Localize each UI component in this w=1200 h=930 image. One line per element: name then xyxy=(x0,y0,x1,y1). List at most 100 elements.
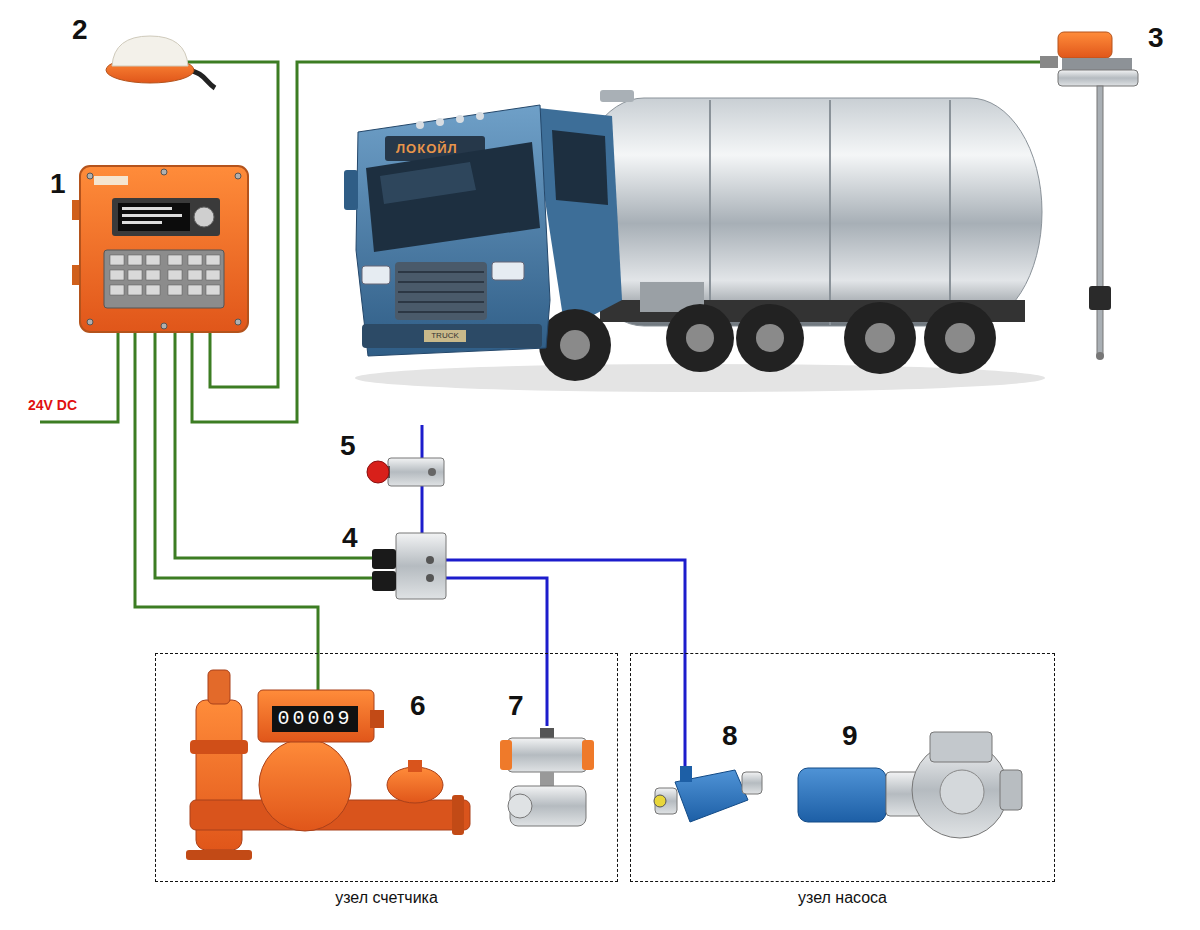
solenoid-block-part xyxy=(372,571,396,591)
tanker-truck-part-part xyxy=(398,281,484,283)
ball-valve-part xyxy=(540,772,554,786)
level-gauge-part xyxy=(1096,352,1104,360)
tanker-truck-part xyxy=(538,108,622,330)
tanker-truck-part-part xyxy=(709,100,711,325)
ball-valve-part xyxy=(508,794,532,818)
pump-part xyxy=(1000,770,1022,810)
emergency-valve xyxy=(367,458,444,486)
tanker-truck-part xyxy=(865,323,895,353)
controller-part-part xyxy=(188,270,202,280)
tanker-truck-part xyxy=(362,324,542,348)
ball-valve-part xyxy=(582,740,594,770)
tanker-truck-part-part xyxy=(949,100,951,325)
level-gauge-part xyxy=(1040,56,1058,68)
flow-meter-part xyxy=(387,767,443,803)
callout-number: 1 xyxy=(50,170,66,198)
solenoid-block-part xyxy=(396,533,446,599)
signal-wires-part xyxy=(155,332,372,578)
tanker-truck-part-part xyxy=(456,115,464,123)
pump-part xyxy=(798,768,886,822)
controller-part-part xyxy=(146,285,160,295)
callout-number: 5 xyxy=(340,432,356,460)
controller-part-part xyxy=(235,173,241,179)
pump xyxy=(798,732,1022,838)
pump-part xyxy=(940,770,984,814)
controller-part-part xyxy=(188,285,202,295)
pneumatic-valve-part xyxy=(655,788,677,814)
flow-meter-part xyxy=(208,670,230,704)
controller-part xyxy=(194,207,214,227)
controller-part xyxy=(87,169,241,329)
controller-part xyxy=(122,214,182,217)
emergency-valve-part xyxy=(367,461,389,483)
tanker-truck-part xyxy=(844,302,916,374)
controller-part xyxy=(122,207,172,210)
callout-number: 6 xyxy=(410,692,426,720)
signal-wires-part xyxy=(175,332,372,558)
flow-meter-part xyxy=(408,760,422,772)
solenoid-block xyxy=(372,533,446,599)
signal-wires-part xyxy=(135,332,318,690)
tanker-truck-part xyxy=(710,100,950,325)
controller-part xyxy=(80,166,248,332)
tanker-truck-part xyxy=(424,330,466,342)
grille-plate: TRUCK xyxy=(424,330,466,342)
callout-number: 3 xyxy=(1148,24,1164,52)
air-lines-part xyxy=(445,560,685,768)
tanker-truck-part xyxy=(416,112,484,129)
flow-meter-part xyxy=(259,739,351,831)
ball-valve-part xyxy=(508,738,586,772)
callout-number: 2 xyxy=(72,16,88,44)
flow-meter-part xyxy=(370,710,384,728)
tanker-truck-part xyxy=(398,272,484,312)
pneumatic-valve-part xyxy=(680,766,692,782)
controller-part-part xyxy=(168,255,182,265)
controller-part xyxy=(118,203,190,231)
tanker-truck-part xyxy=(395,262,487,320)
counter-display: 00009 xyxy=(272,707,358,731)
region-caption: узел счетчика xyxy=(156,889,617,907)
tanker-truck-part xyxy=(356,105,550,356)
controller-part-part xyxy=(110,255,124,265)
air-lines-part xyxy=(445,578,547,726)
tanker-truck-part xyxy=(366,142,540,252)
tanker-truck-part-part xyxy=(476,112,484,120)
flow-meter-part xyxy=(452,795,464,835)
tanker-truck-part xyxy=(600,90,634,102)
ball-valve-part xyxy=(540,728,554,738)
controller-part-part xyxy=(110,285,124,295)
air-lines xyxy=(422,425,685,768)
pneumatic-valve-part xyxy=(742,772,762,794)
grounding-sensor xyxy=(106,36,215,88)
assembly-region: узел счетчика xyxy=(155,653,618,882)
tanker-truck-part-part xyxy=(398,291,484,293)
tanker-truck-part-part xyxy=(829,100,831,325)
tanker-truck-part xyxy=(945,323,975,353)
controller-part-part xyxy=(87,319,93,325)
tanker-truck-part xyxy=(539,309,611,381)
air-lines-part xyxy=(421,425,424,458)
level-gauge-part xyxy=(1097,86,1103,356)
callout-number: 9 xyxy=(842,722,858,750)
controller xyxy=(72,166,248,332)
controller-part-part xyxy=(110,270,124,280)
tanker-truck-part xyxy=(736,304,804,372)
tanker-truck-part-part xyxy=(398,271,484,273)
controller-part-part xyxy=(146,255,160,265)
controller-part-part xyxy=(235,319,241,325)
controller-part xyxy=(122,221,162,224)
callout-number: 7 xyxy=(508,692,524,720)
flow-meter-part xyxy=(272,706,358,732)
tanker-truck-part-part xyxy=(398,301,484,303)
tanker-truck-part xyxy=(552,130,608,205)
level-gauge-part xyxy=(1058,70,1138,86)
brand-sign: ЛОКОЙЛ xyxy=(396,142,458,155)
emergency-valve-part xyxy=(388,458,444,486)
level-gauge-part xyxy=(1058,32,1112,58)
controller-part xyxy=(104,250,224,308)
tanker-truck-part xyxy=(380,162,476,204)
level-gauge-part xyxy=(1062,58,1132,70)
controller-part-part xyxy=(206,255,220,265)
level-gauge-part xyxy=(1089,286,1111,310)
